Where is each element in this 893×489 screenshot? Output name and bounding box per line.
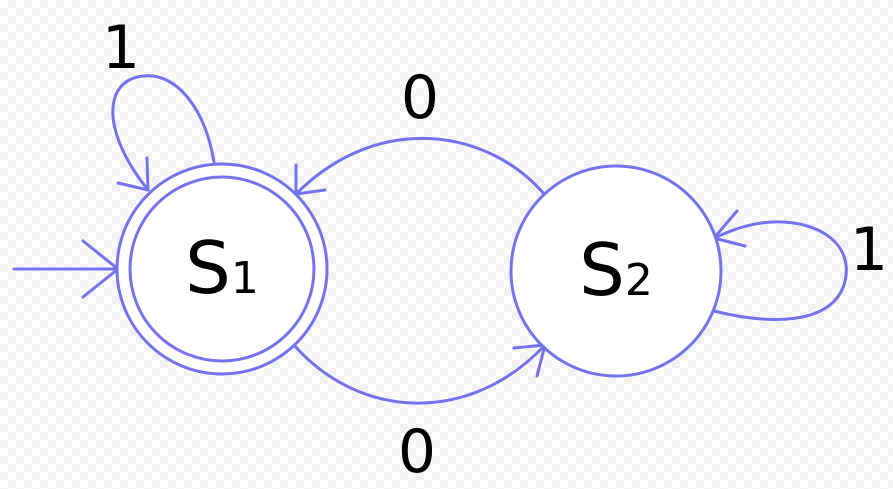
loop-s2-line	[712, 220, 848, 321]
arc-s2-s1-line	[294, 136, 547, 197]
transition-s2-s1: 0	[294, 63, 547, 197]
state-s2-label: S2	[579, 228, 653, 312]
state-s1: S1	[115, 162, 329, 376]
loop-s1-label: 1	[102, 13, 140, 83]
transition-s1-s2: 0	[292, 343, 547, 487]
state-s1-label: S1	[185, 226, 259, 310]
arc-s1-s2-line	[292, 343, 547, 405]
arc-s1-s2-label: 0	[398, 417, 436, 487]
transition-s2-s2: 1	[712, 209, 888, 321]
state-s2-ring	[509, 164, 723, 378]
loop-s1-arrowhead	[116, 156, 150, 192]
state-s2-subscript: 2	[625, 255, 653, 306]
state-s2: S2	[509, 164, 723, 378]
transition-s1-s1: 1	[102, 13, 216, 192]
loop-s2-label: 1	[850, 215, 888, 285]
initial-arrow	[12, 239, 120, 299]
state-s1-subscript: 1	[231, 253, 259, 304]
state-s2-name: S	[579, 228, 625, 312]
state-s1-inner-ring	[128, 175, 316, 363]
state-s1-name: S	[185, 226, 231, 310]
arc-s2-s1-label: 0	[401, 63, 439, 133]
loop-s1-line	[111, 74, 216, 192]
